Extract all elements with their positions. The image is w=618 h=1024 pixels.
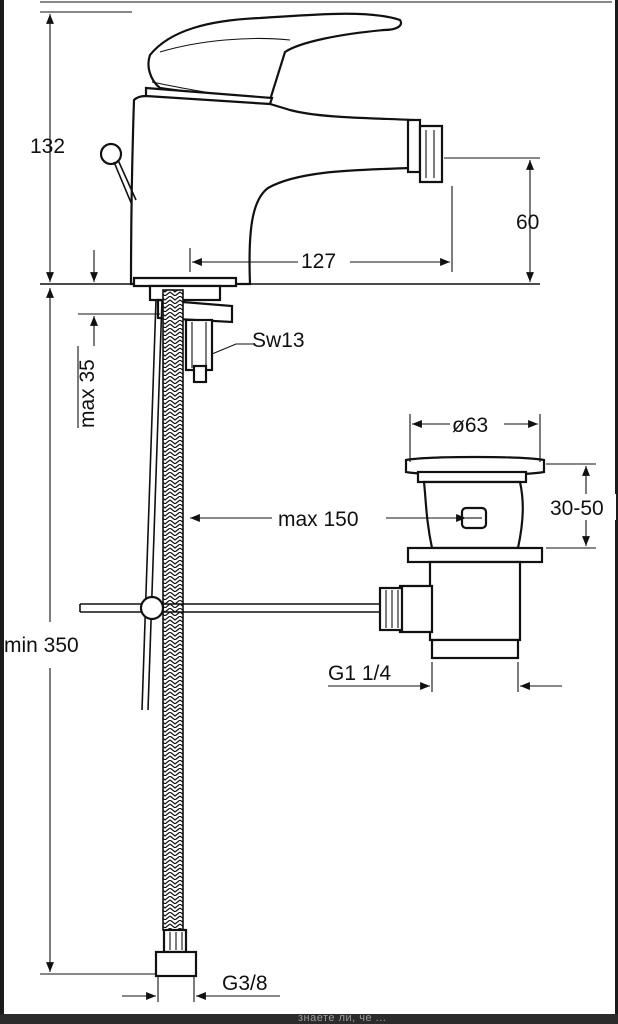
- waste-assembly: [378, 455, 546, 660]
- popup-knob: [99, 142, 137, 206]
- label-height-outlet: 60: [516, 211, 539, 234]
- dim-outlet-60: [444, 157, 540, 282]
- dim-hose-thread: [122, 976, 280, 1002]
- label-waste-diameter: ø63: [452, 414, 488, 437]
- faucet-body: [129, 12, 444, 288]
- frame-right-edge: [615, 0, 618, 1024]
- dim-deck-max35: [78, 250, 160, 346]
- label-hose-thread: G3/8: [222, 972, 268, 995]
- spanner-leader: [211, 343, 254, 355]
- dim-waste-thread: [328, 662, 562, 692]
- popup-rod: [141, 299, 157, 711]
- label-rod-length: max 150: [278, 508, 359, 531]
- bottom-bar: знаете ли, че ...: [0, 1014, 618, 1024]
- frame-left-edge: [0, 0, 4, 1024]
- flexible-hose: [154, 289, 198, 978]
- label-waste-height: 30-50: [550, 497, 604, 520]
- label-max-deck: max 35: [76, 359, 99, 428]
- dim-height-132: [40, 11, 132, 282]
- label-waste-thread: G1 1/4: [328, 662, 391, 685]
- dim-hose-min350: [4, 288, 156, 975]
- dim-waste-diameter: [409, 412, 541, 462]
- dim-waste-height: [546, 463, 616, 549]
- label-reach: 127: [301, 250, 336, 273]
- label-spanner: Sw13: [252, 329, 305, 352]
- bottom-bar-text: знаете ли, че ...: [298, 1014, 387, 1024]
- linkage-rod: [79, 595, 380, 621]
- dim-reach-127: [189, 186, 453, 272]
- label-height-total: 132: [30, 135, 65, 158]
- label-hose-length: min 350: [4, 634, 79, 657]
